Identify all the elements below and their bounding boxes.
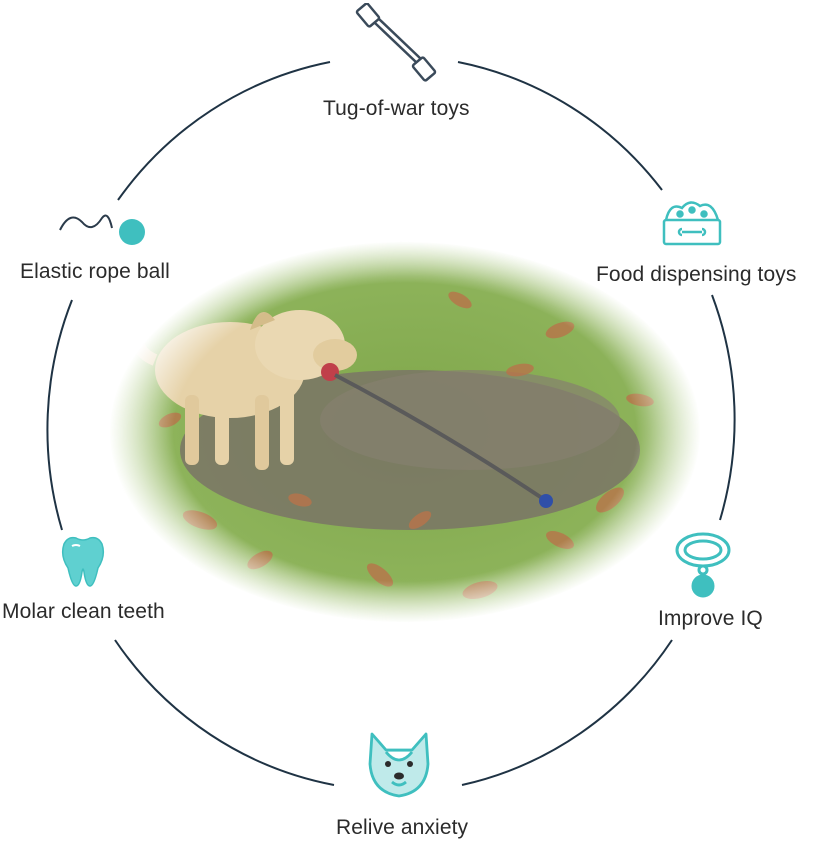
food-bowl-icon [662, 201, 722, 246]
tug-rope-icon [355, 3, 437, 82]
dog-face-icon [368, 732, 430, 798]
feature-label-ball: Elastic rope ball [20, 260, 170, 283]
feature-label-tug: Tug-of-war toys [323, 97, 470, 120]
feature-label-anxiety: Relive anxiety [336, 816, 469, 839]
feature-label-teeth: Molar clean teeth [2, 600, 165, 623]
rope-ball-icon [59, 214, 145, 245]
feature-label-food: Food dispensing toys [596, 263, 797, 286]
feature-label-iq: Improve IQ [658, 607, 763, 630]
tooth-icon [61, 536, 105, 587]
dog-collar-icon [675, 532, 731, 598]
